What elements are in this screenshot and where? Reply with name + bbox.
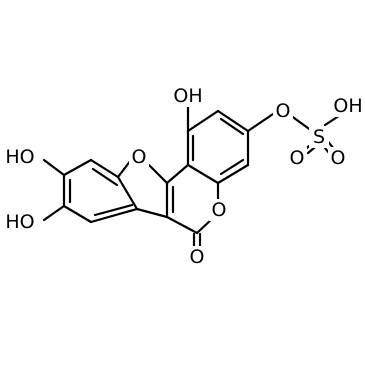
bond [288,113,314,133]
bond [165,163,190,185]
bond [93,203,134,217]
atom-label-lactone-ring-oxygen: O [212,199,227,221]
atom-hydroxyl-left-upper: HO [2,146,42,168]
bond [116,175,139,211]
bond [89,207,139,224]
bond [216,109,250,133]
bond [186,109,220,133]
bond [219,158,245,176]
atom-sulfur: S [309,126,329,148]
bond [116,158,133,179]
bond [219,117,245,136]
atom-label-ester-oxygen: O [276,100,291,122]
bond [246,110,278,133]
atom-hydroxyl-c1: OH [172,85,204,107]
atom-label-hydroxyl-left-lower: HO [5,211,34,233]
bond [62,158,93,177]
bond [165,215,199,235]
atom-label-sulfonyl-oxygen-left: O [290,147,305,169]
bond [135,207,169,219]
atom-carbonyl-oxygen: O [187,246,207,268]
bond [62,204,93,224]
atom-sulfonyl-oxygen-right: O [328,147,348,169]
bond [216,163,250,185]
atom-label-sulfur: S [313,126,325,148]
atom-label-hydroxyl-c1: OH [173,85,202,107]
atom-furan-oxygen: O [129,146,149,168]
atom-hydroxyl-sulfate: OH [333,95,365,117]
bonds [42,105,347,252]
atom-hydroxyl-left-lower: HO [2,211,42,233]
atom-ester-oxygen: O [273,100,293,122]
atom-labels: OH O S OH O O O O [2,85,365,268]
atom-label-hydroxyl-sulfate: OH [333,95,362,117]
bond [91,167,119,187]
atom-label-furan-oxygen: O [132,146,147,168]
atom-label-sulfonyl-oxygen-right: O [331,147,346,169]
bond [42,158,66,177]
atom-label-carbonyl-oxygen: O [190,246,205,268]
atom-lactone-ring-oxygen: O [209,199,229,221]
bond [42,204,66,222]
bond [89,158,120,179]
bond [147,163,169,185]
bond [186,163,220,185]
atom-sulfonyl-oxygen-left: O [287,147,307,169]
atom-label-hydroxyl-left-upper: HO [5,146,34,168]
